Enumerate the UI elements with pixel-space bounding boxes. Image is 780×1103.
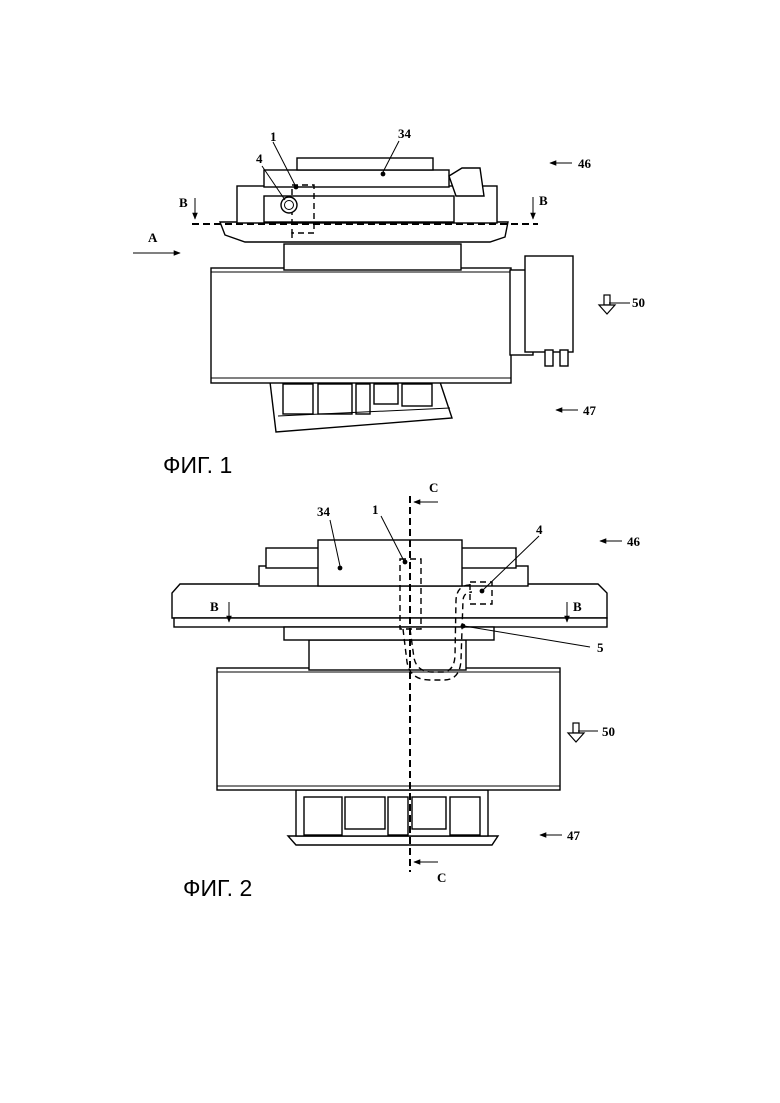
fig2-label-ref-50: 50 xyxy=(602,724,615,739)
fig1-upper-housing xyxy=(237,158,497,223)
fig1-connector-box xyxy=(510,256,573,366)
fig1-label-part-4: 4 xyxy=(256,151,263,166)
fig2-motor-drum xyxy=(217,668,560,790)
fig2-label-section-b-right: B xyxy=(573,599,582,614)
fig2-flow-arrow-50 xyxy=(568,723,598,742)
fig2-label-part-4: 4 xyxy=(536,522,543,537)
fig2-label-part-34: 34 xyxy=(317,504,331,519)
fig2-neck xyxy=(309,640,466,670)
fig1-neck xyxy=(284,244,461,270)
fig2-lower-bracket xyxy=(288,790,498,845)
fig2-label-ref-47: 47 xyxy=(567,828,581,843)
fig1-label-part-34: 34 xyxy=(398,126,412,141)
fig1-label-ref-47: 47 xyxy=(583,403,597,418)
fig1-label-section-b-left: B xyxy=(179,195,188,210)
fig2-label-section-c-top: C xyxy=(429,480,438,495)
fig2-label-section-c-bottom: C xyxy=(437,870,446,885)
fig1-caption: ФИГ. 1 xyxy=(163,452,232,478)
fig1-part-4-fitting xyxy=(281,197,297,213)
fig1-label-view-a: A xyxy=(148,230,158,245)
fig2-caption: ФИГ. 2 xyxy=(183,875,252,901)
fig1-lower-bracket xyxy=(270,382,452,432)
fig2-label-part-1: 1 xyxy=(372,502,379,517)
fig1-label-ref-46: 46 xyxy=(578,156,592,171)
fig2-label-part-5: 5 xyxy=(597,640,604,655)
fig2-label-section-b-left: B xyxy=(210,599,219,614)
fig2-label-ref-46: 46 xyxy=(627,534,641,549)
figure-2 xyxy=(172,496,607,872)
figure-1 xyxy=(192,141,573,432)
fig2-flange-plate xyxy=(172,584,607,640)
fig1-label-section-b-right: B xyxy=(539,193,548,208)
fig1-motor-drum xyxy=(211,268,511,383)
fig1-label-part-1: 1 xyxy=(270,129,277,144)
fig2-upper-housing xyxy=(259,540,528,586)
fig1-flow-arrow-50 xyxy=(599,295,630,314)
fig1-label-ref-50: 50 xyxy=(632,295,645,310)
